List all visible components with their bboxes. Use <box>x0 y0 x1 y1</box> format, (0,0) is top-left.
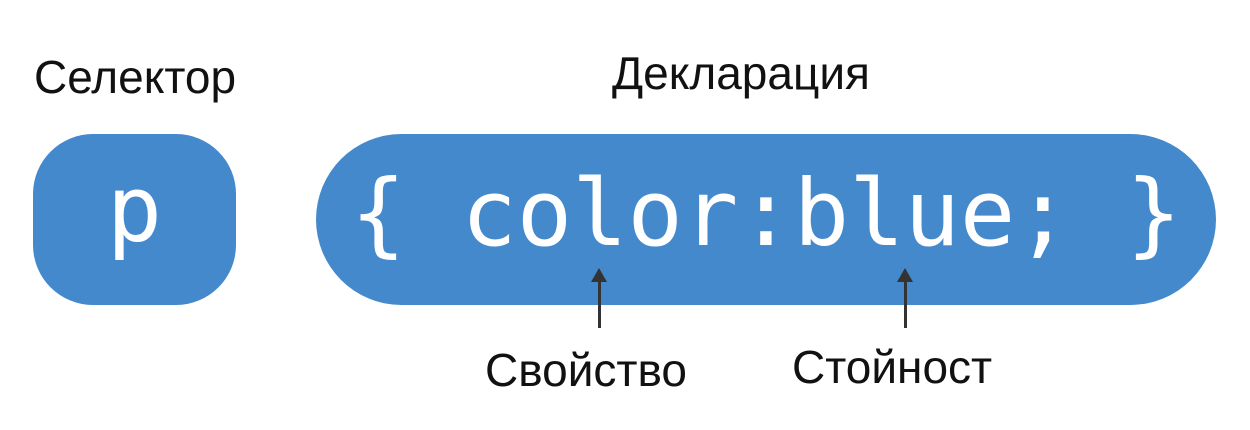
value-arrow-icon <box>897 268 913 328</box>
property-arrow-icon <box>591 268 607 328</box>
property-label: Свойство <box>485 344 687 396</box>
declaration-heading: Декларация <box>612 47 870 99</box>
value-label: Стойност <box>792 341 993 393</box>
selector-pill: p <box>33 134 236 305</box>
selector-code: p <box>106 155 163 263</box>
declaration-pill: { color:blue; } <box>316 134 1216 305</box>
declaration-code: { color:blue; } <box>350 159 1182 267</box>
selector-heading: Селектор <box>34 51 237 103</box>
